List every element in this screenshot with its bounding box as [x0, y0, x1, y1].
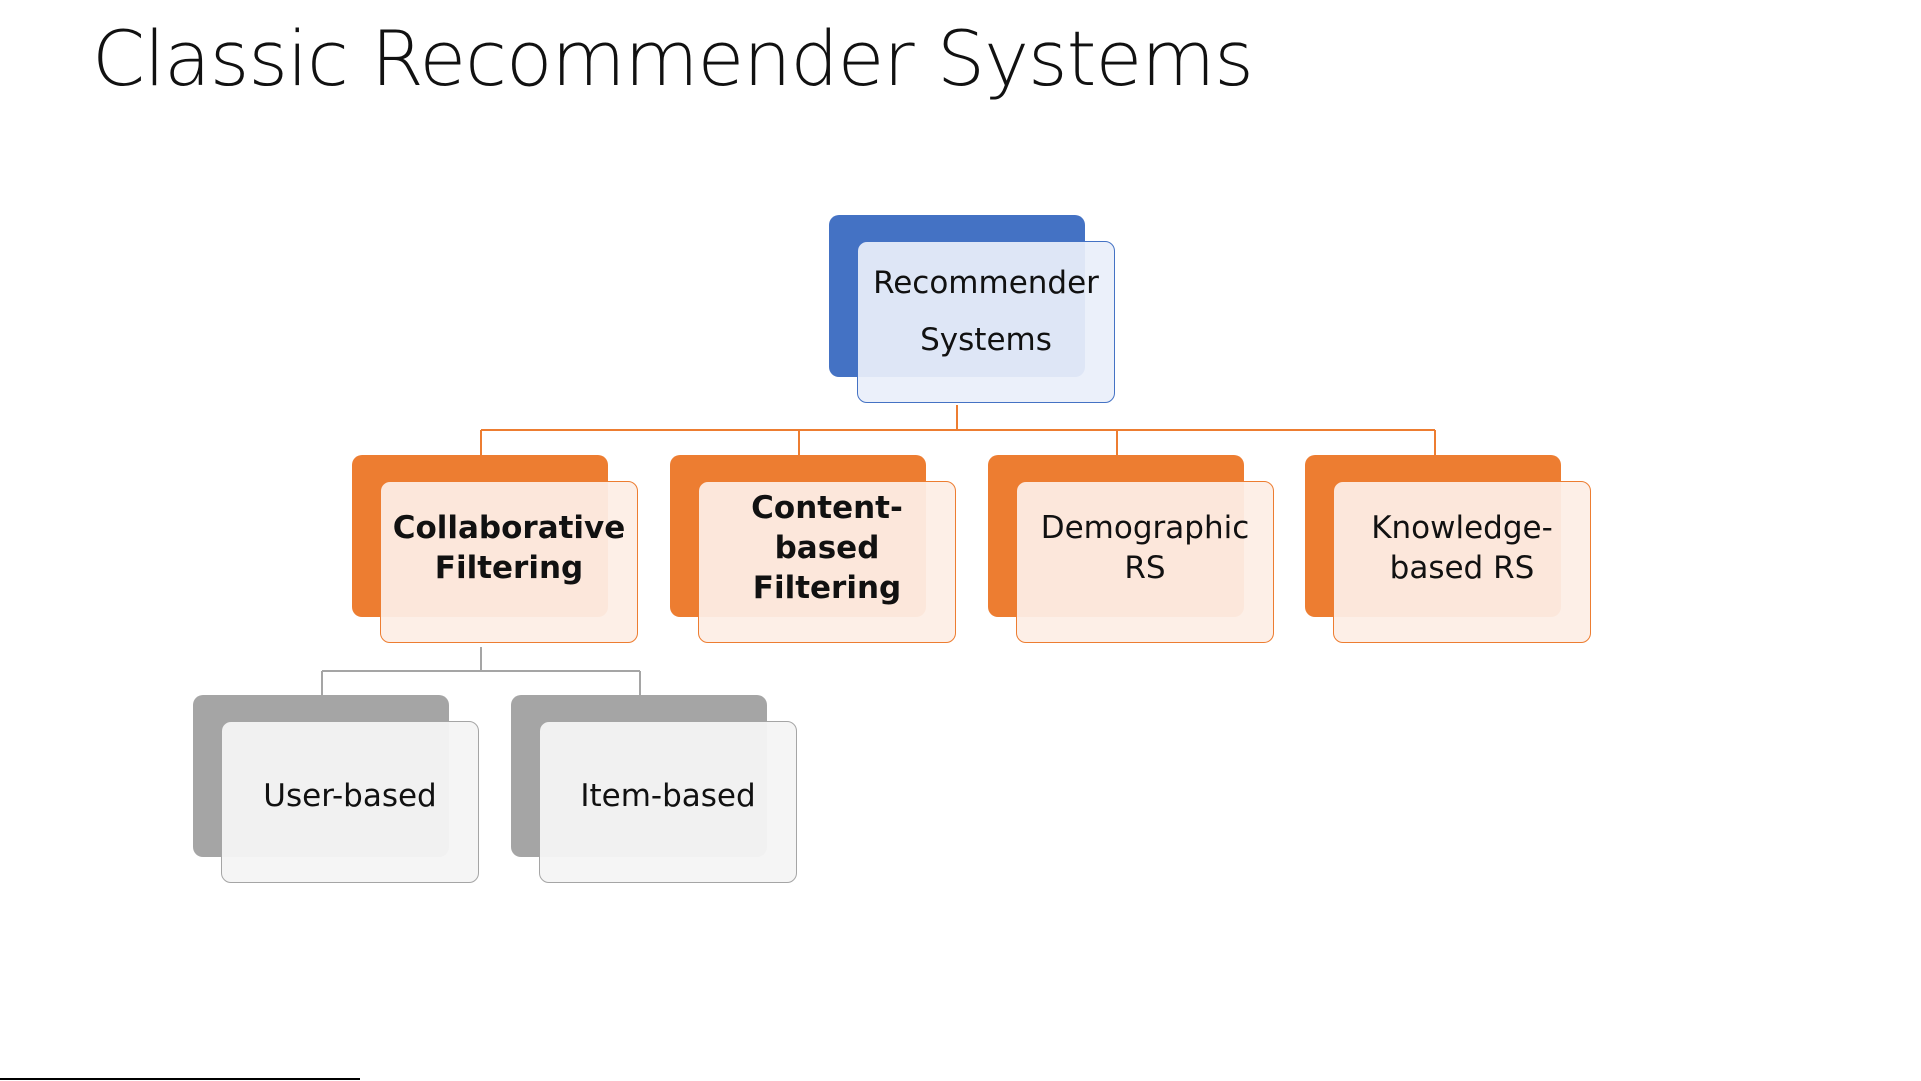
node-label: Collaborative Filtering	[393, 508, 626, 588]
node-box: Item-based	[539, 721, 797, 883]
node-label: User-based	[263, 776, 436, 816]
node-box: Content-based Filtering	[698, 481, 956, 643]
node-box: Recommender Systems	[857, 241, 1115, 403]
node-box: Knowledge- based RS	[1333, 481, 1591, 643]
node-box: Demographic RS	[1016, 481, 1274, 643]
node-label: Item-based	[580, 776, 755, 816]
node-label: Content-based Filtering	[709, 488, 945, 608]
node-box: User-based	[221, 721, 479, 883]
footnote-divider	[0, 1078, 360, 1080]
node-label: Demographic RS	[1041, 508, 1250, 588]
node-label: Knowledge- based RS	[1371, 508, 1553, 588]
node-label: Recommender Systems	[873, 255, 1099, 369]
node-box: Collaborative Filtering	[380, 481, 638, 643]
